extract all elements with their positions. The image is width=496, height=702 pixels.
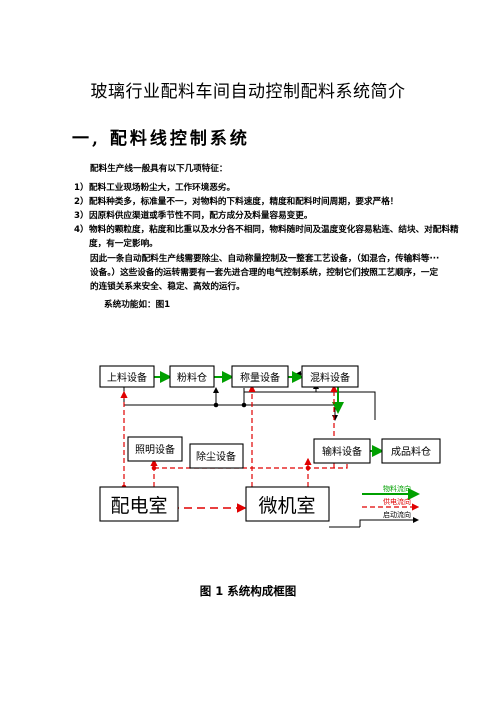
- powder-bin-label: 粉料仓: [177, 371, 207, 384]
- lighting-equipment-label: 照明设备: [135, 443, 175, 456]
- feature-text: 物料的颗粒度，粘度和比重以及水分各不相同，物料随时间及温度变化容易粘连、结块、对…: [89, 225, 459, 249]
- computer-room-label: 微机室: [258, 495, 315, 517]
- mixing-equipment-label: 混料设备: [310, 371, 350, 384]
- powder-bin-box: 粉料仓: [169, 365, 215, 388]
- computer-room-box: 微机室: [245, 486, 330, 522]
- loading-equipment-label: 上料设备: [107, 371, 147, 384]
- power-room-box: 配电室: [99, 486, 179, 522]
- material-flow-arrows: [154, 371, 384, 457]
- feature-text: 配料种类多，标准量不一，对物料的下料速度，精度和配料时间周期，要求严格！: [89, 197, 399, 207]
- feature-number: 3）: [74, 211, 89, 221]
- conveying-equipment-box: 输料设备: [313, 438, 371, 464]
- power-junctions: [121, 465, 311, 490]
- start-junctions: [213, 402, 247, 408]
- legend-power-flow: 供电流向: [383, 497, 411, 506]
- intro-text: 配料生产线一般具有以下几项特征：: [90, 164, 228, 174]
- legend-material-flow: 物料流向: [383, 484, 411, 493]
- lighting-equipment-box: 照明设备: [127, 436, 183, 462]
- power-room-label: 配电室: [110, 495, 167, 517]
- section-number: 一: [72, 129, 92, 149]
- product-bin-label: 成品料仓: [391, 445, 431, 458]
- figure-intro: 系统功能如：图1: [104, 300, 171, 310]
- figure-caption: 图 1 系统构成框图: [199, 584, 297, 598]
- feature-text: 因原料供应渠道或季节性不同，配方成分及料量容易变更。: [89, 211, 313, 221]
- product-bin-box: 成品料仓: [381, 438, 441, 464]
- document-title: 玻璃行业配料车间自动控制配料系统简介: [90, 82, 406, 102]
- feature-number: 1）: [74, 183, 89, 193]
- weighing-equipment-box: 称量设备: [231, 365, 289, 388]
- legend-start-flow: 启动流向: [383, 510, 411, 519]
- conveying-equipment-label: 输料设备: [322, 445, 362, 458]
- section-heading: 一, 配料线控制系统: [72, 124, 250, 149]
- dust-removal-box: 除尘设备: [189, 443, 244, 469]
- dust-removal-label: 除尘设备: [196, 450, 236, 463]
- section-separator: ,: [92, 129, 101, 149]
- mixing-equipment-box: 混料设备: [301, 365, 359, 388]
- weighing-equipment-label: 称量设备: [240, 371, 280, 384]
- feature-number: 4）: [74, 225, 89, 235]
- feature-text: 配料工业现场粉尘大，工作环境恶劣。: [89, 183, 236, 193]
- loading-equipment-box: 上料设备: [99, 365, 155, 388]
- diagram-legend: 物料流向 供电流向 启动流向: [362, 484, 420, 523]
- feature-number: 2）: [74, 197, 89, 207]
- conclusion-text: 因此一条自动配料生产线需要除尘、自动称量控制及一整套工艺设备，（如混合，传输料等…: [90, 254, 440, 292]
- section-title: 配料线控制系统: [109, 129, 250, 149]
